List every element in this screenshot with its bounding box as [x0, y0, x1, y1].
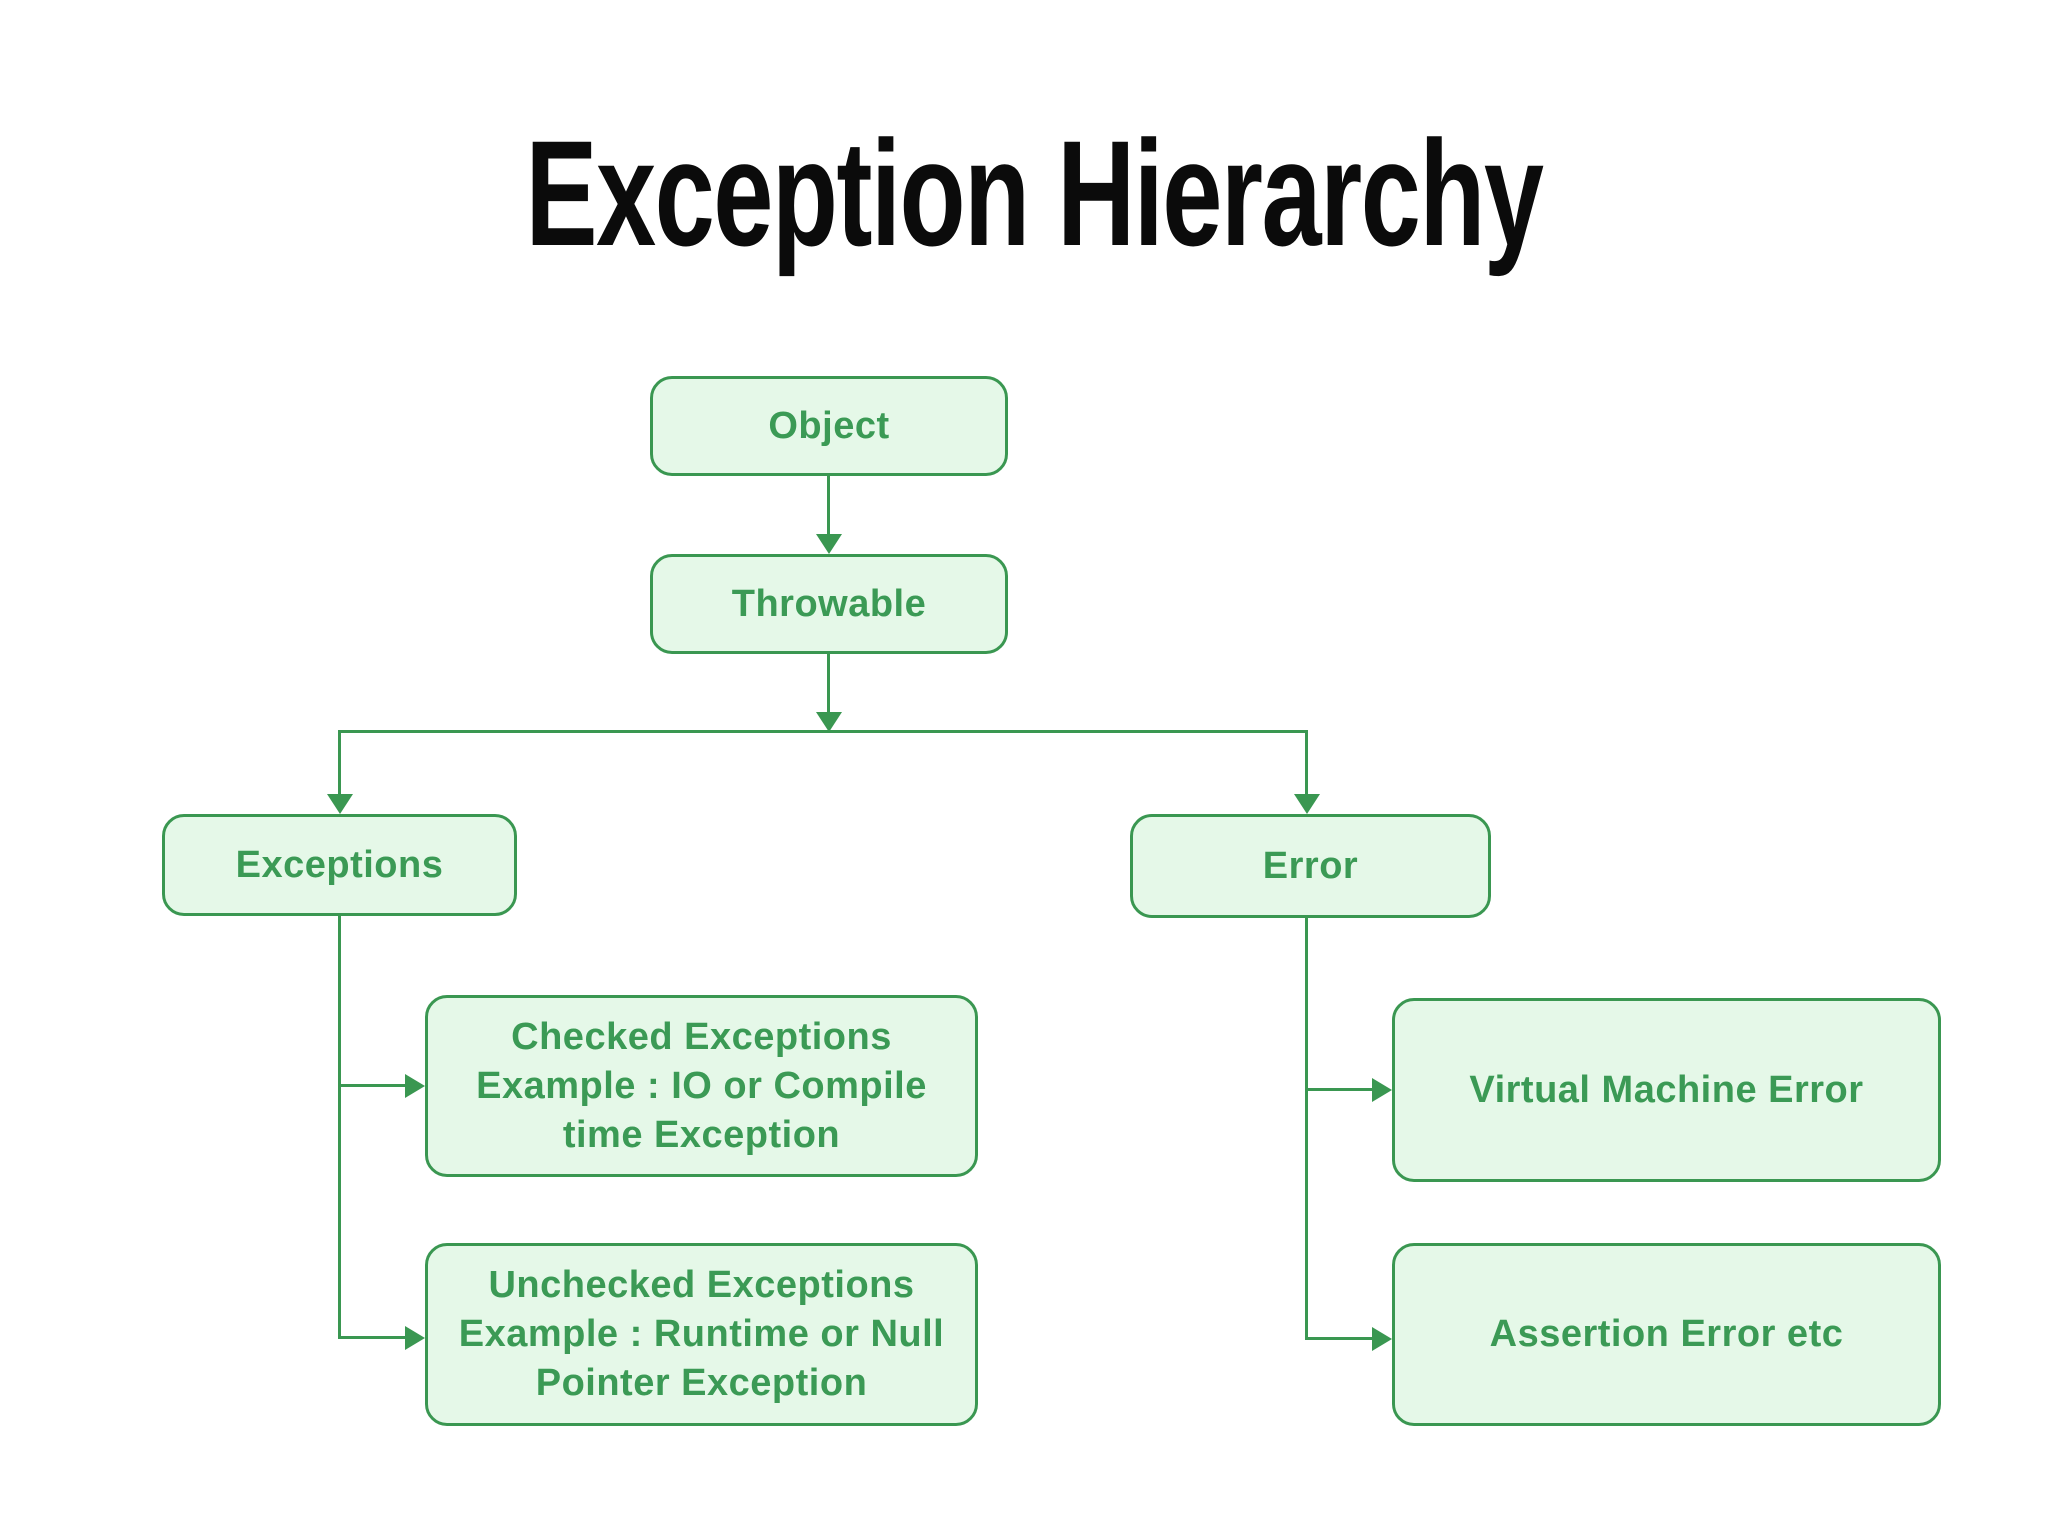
node-assertion-error: Assertion Error etc [1392, 1243, 1941, 1426]
node-exceptions: Exceptions [162, 814, 517, 916]
connector-exceptions-unchecked-arrowhead-icon [405, 1326, 425, 1350]
connector-exceptions-checked-arrowhead-icon [405, 1074, 425, 1098]
connector-throwable-trunk-arrowhead-icon [816, 712, 842, 732]
page-title: Exception Hierarchy [525, 109, 1543, 277]
node-throwable-label: Throwable [731, 582, 927, 625]
node-assertion-error-label: Assertion Error etc [1489, 1313, 1844, 1355]
connector-exceptions-unchecked-line [338, 1336, 405, 1339]
connector-rail-exceptions-line [338, 730, 341, 794]
connector-split-rail [338, 730, 1308, 733]
node-object-label: Object [768, 404, 890, 447]
connector-error-assertion-arrowhead-icon [1372, 1327, 1392, 1351]
connector-error-assertion-line [1305, 1337, 1372, 1340]
node-unchecked-exceptions-line1: Unchecked Exceptions [488, 1264, 915, 1306]
node-unchecked-exceptions-line2: Example : Runtime or Null [458, 1313, 945, 1355]
node-virtual-machine-error: Virtual Machine Error [1392, 998, 1941, 1182]
node-checked-exceptions-line3: time Exception [562, 1113, 841, 1156]
node-checked-exceptions-line2: Example : IO or Compile [476, 1064, 927, 1107]
connector-exceptions-drop-line [338, 916, 341, 1339]
node-exceptions-label: Exceptions [235, 843, 444, 886]
node-virtual-machine-error-label: Virtual Machine Error [1469, 1068, 1864, 1111]
node-checked-exceptions-line1: Checked Exceptions [511, 1015, 892, 1058]
connector-rail-error-arrowhead-icon [1294, 794, 1320, 814]
connector-rail-exceptions-arrowhead-icon [327, 794, 353, 814]
node-checked-exceptions: Checked Exceptions Example : IO or Compi… [425, 995, 978, 1177]
node-throwable: Throwable [650, 554, 1008, 654]
node-unchecked-exceptions-line3: Pointer Exception [535, 1362, 868, 1404]
connector-error-vme-line [1305, 1088, 1372, 1091]
connector-error-vme-arrowhead-icon [1372, 1078, 1392, 1102]
node-error: Error [1130, 814, 1491, 918]
connector-object-throwable-line [827, 476, 830, 534]
node-unchecked-exceptions: Unchecked Exceptions Example : Runtime o… [425, 1243, 978, 1426]
node-object: Object [650, 376, 1008, 476]
connector-error-drop-line [1305, 918, 1308, 1340]
connector-rail-error-line [1305, 730, 1308, 794]
node-error-label: Error [1262, 844, 1359, 887]
connector-exceptions-checked-line [338, 1084, 405, 1087]
connector-object-throwable-arrowhead-icon [816, 534, 842, 554]
connector-throwable-trunk-line [827, 654, 830, 712]
